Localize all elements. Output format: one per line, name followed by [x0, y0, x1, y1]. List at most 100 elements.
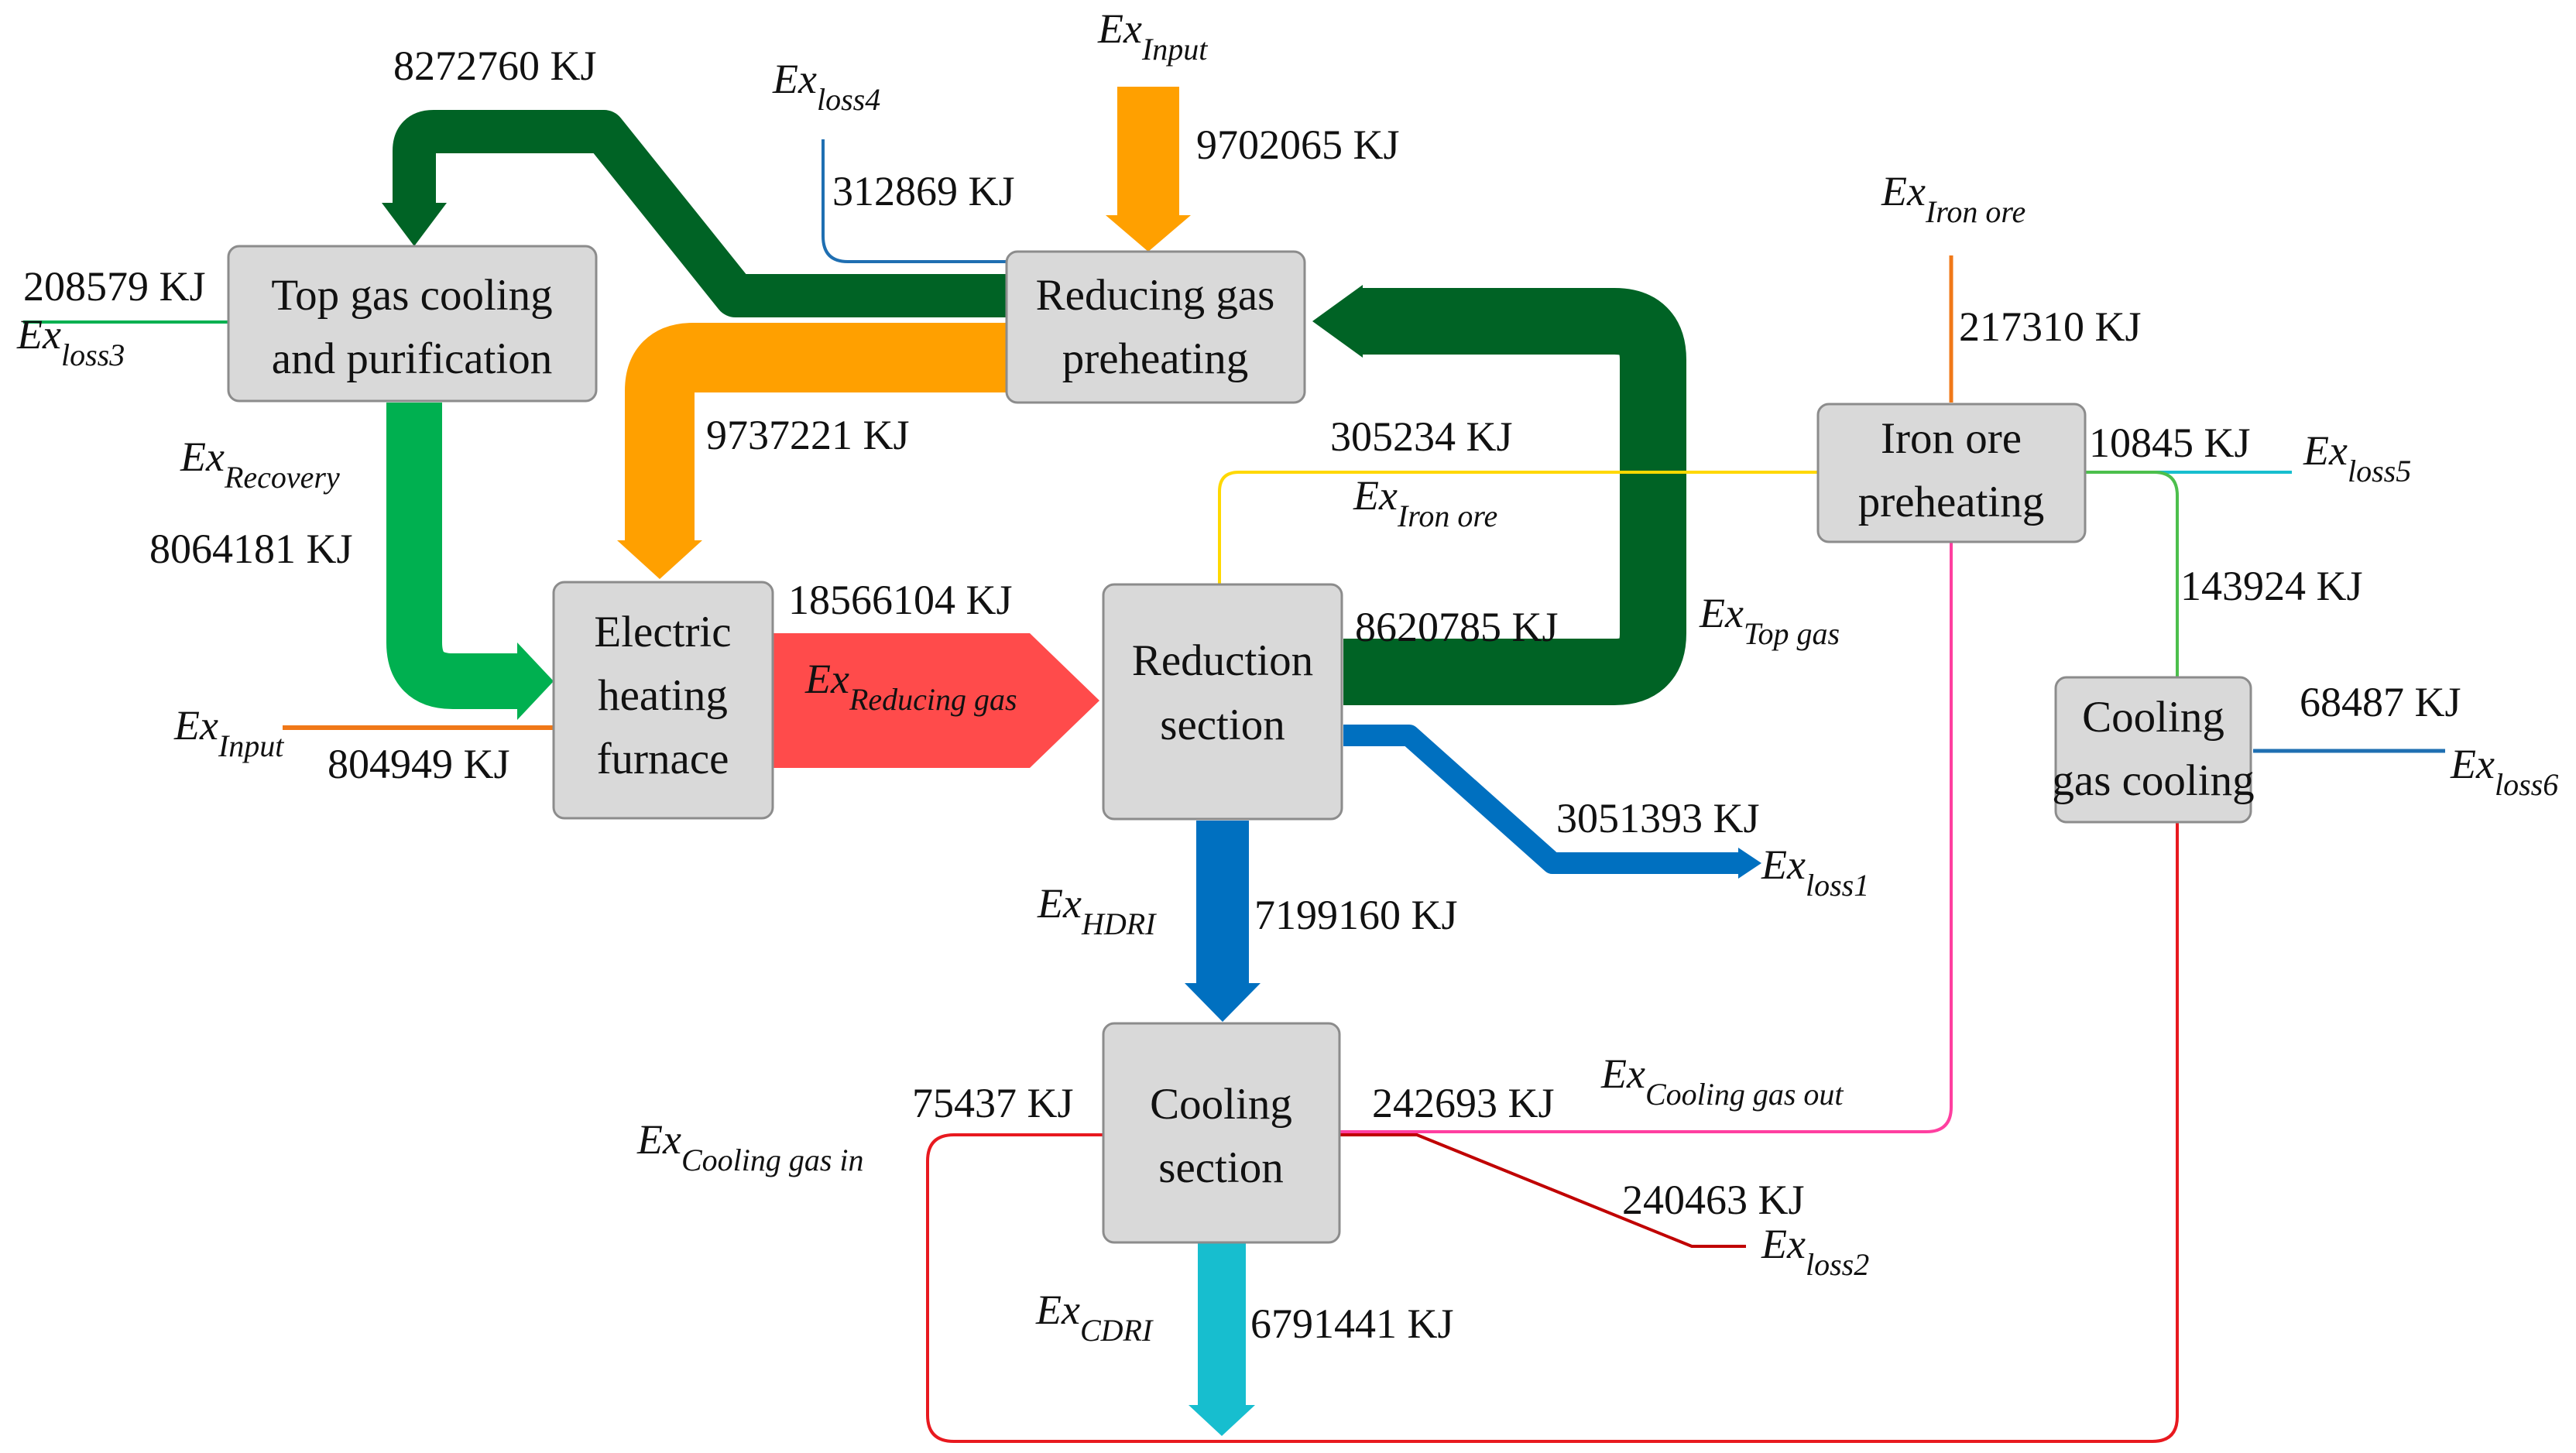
ex-subscript: Cooling gas out: [1645, 1077, 1844, 1112]
ex-label-iron-ore-in: ExIron ore: [1881, 168, 2025, 229]
arrow-hdri: [1185, 983, 1261, 1022]
value-recovery: 8064181 KJ: [149, 526, 353, 572]
flow-top-gas: [1343, 288, 1686, 705]
ex-symbol: Ex: [1699, 590, 1744, 636]
node-reducing-gas-preheating: Reducing gas preheating: [1005, 250, 1306, 404]
value-loss5: 10845 KJ: [2089, 420, 2251, 466]
line-loss4: [822, 139, 1007, 263]
ex-symbol: Ex: [636, 1116, 681, 1163]
node-label-line: Top gas cooling: [271, 271, 552, 320]
ex-label-loss2: Exloss2: [1761, 1221, 1869, 1282]
ex-symbol: Ex: [1037, 880, 1082, 927]
ex-label-cooling-gas-in: ExCooling gas in: [636, 1116, 864, 1177]
node-top-gas-cooling: Top gas cooling and purification: [227, 245, 598, 403]
arrow-cdri: [1189, 1405, 1255, 1436]
ex-symbol: Ex: [1881, 168, 1926, 214]
value-cdri: 6791441 KJ: [1250, 1301, 1454, 1347]
value-to-cooling-gas-cooling: 143924 KJ: [2180, 563, 2363, 609]
ex-subscript: HDRI: [1081, 906, 1157, 941]
ex-subscript: Top gas: [1744, 616, 1840, 651]
node-label-line: Reducing gas: [1036, 271, 1275, 320]
node-label-line: preheating: [1062, 334, 1249, 383]
flow-hdri: [1196, 821, 1249, 985]
ex-subscript: Input: [218, 728, 284, 763]
ex-label-hdri: ExHDRI: [1037, 880, 1157, 941]
flow-loss1: [1343, 725, 1742, 874]
node-reduction-section: Reduction section: [1102, 583, 1343, 821]
ex-subscript: loss5: [2348, 454, 2411, 488]
value-iron-ore-to-reduction: 305234 KJ: [1330, 413, 1513, 460]
flow-preheated-gas: [625, 323, 1007, 542]
node-cooling-gas-cooling: Cooling gas cooling: [2052, 676, 2255, 824]
value-hdri: 7199160 KJ: [1254, 892, 1458, 938]
value-iron-ore-in: 217310 KJ: [1959, 303, 2142, 350]
value-cooling-gas-in: 75437 KJ: [912, 1080, 1074, 1126]
ex-label-iron-ore-to-reduction: ExIron ore: [1353, 472, 1497, 533]
line-to-cooling-gas-cooling: [2084, 471, 2179, 677]
ex-label-input-top: ExInput: [1097, 5, 1208, 67]
node-electric-heating-furnace: Electric heating furnace: [552, 581, 774, 820]
ex-symbol: Ex: [1600, 1050, 1645, 1097]
node-label-line: Reduction: [1132, 636, 1313, 685]
ex-label-input-left: ExInput: [173, 702, 284, 763]
ex-label-top-gas: ExTop gas: [1699, 590, 1840, 651]
node-label-line: gas cooling: [2052, 756, 2254, 805]
value-input-left: 804949 KJ: [328, 741, 510, 787]
ex-label-loss4: Exloss4: [772, 56, 880, 117]
ex-symbol: Ex: [1097, 5, 1142, 52]
ex-subscript: Cooling gas in: [681, 1143, 864, 1177]
node-label-line: section: [1158, 1143, 1283, 1192]
ex-label-loss5: Exloss5: [2303, 427, 2411, 488]
node-cooling-section: Cooling section: [1102, 1022, 1341, 1244]
line-iron-ore-to-reduction: [1218, 471, 1818, 584]
node-label-line: furnace: [597, 735, 729, 783]
value-loss2: 240463 KJ: [1622, 1177, 1805, 1223]
value-loss1: 3051393 KJ: [1556, 795, 1760, 841]
ex-symbol: Ex: [180, 434, 225, 480]
arrow-recovery: [517, 643, 554, 720]
ex-symbol: Ex: [1761, 1221, 1806, 1267]
ex-subscript: Iron ore: [1925, 194, 2025, 229]
value-recirculation: 8272760 KJ: [393, 43, 597, 89]
ex-label-cooling-gas-out: ExCooling gas out: [1600, 1050, 1844, 1112]
ex-subscript: loss2: [1806, 1247, 1869, 1282]
arrow-top-gas: [1312, 285, 1363, 358]
node-label-line: Iron ore: [1881, 414, 2022, 463]
ex-subscript: loss3: [61, 338, 125, 372]
arrow-input-top: [1106, 215, 1191, 252]
ex-subscript: loss6: [2495, 767, 2558, 802]
ex-symbol: Ex: [772, 56, 817, 102]
value-loss4: 312869 KJ: [832, 168, 1015, 214]
ex-label-loss6: Exloss6: [2450, 741, 2558, 802]
ex-subscript: Recovery: [224, 460, 340, 495]
ex-label-loss3: Exloss3: [16, 311, 125, 372]
ex-label-reducing-gas: ExReducing gas: [804, 656, 1017, 717]
ex-label-cdri: ExCDRI: [1035, 1287, 1154, 1348]
value-reducing-gas: 18566104 KJ: [788, 577, 1013, 623]
ex-symbol: Ex: [804, 656, 849, 702]
line-cooling-gas-in: [926, 822, 2179, 1443]
value-preheated-gas: 9737221 KJ: [706, 412, 910, 458]
value-cooling-gas-out: 242693 KJ: [1372, 1080, 1555, 1126]
ex-symbol: Ex: [173, 702, 218, 749]
ex-symbol: Ex: [2303, 427, 2348, 474]
node-label-line: heating: [598, 671, 728, 720]
ex-symbol: Ex: [1761, 841, 1806, 888]
ex-subscript: Reducing gas: [849, 682, 1017, 717]
node-iron-ore-preheating: Iron ore preheating: [1816, 403, 2087, 543]
flow-recovery: [386, 403, 523, 709]
ex-subscript: loss1: [1806, 868, 1869, 903]
ex-symbol: Ex: [1035, 1287, 1080, 1333]
ex-subscript: Iron ore: [1397, 499, 1497, 533]
arrow-loss1: [1738, 848, 1761, 879]
flow-recirculation: [393, 110, 1007, 317]
value-loss6: 68487 KJ: [2300, 679, 2461, 725]
node-label-line: Electric: [594, 608, 731, 656]
ex-subscript: Input: [1141, 32, 1208, 67]
ex-subscript: CDRI: [1080, 1313, 1154, 1348]
node-label-line: preheating: [1858, 478, 2045, 526]
arrow-recirculation: [382, 203, 447, 246]
flow-input-top: [1117, 87, 1179, 217]
ex-label-recovery: ExRecovery: [180, 434, 340, 495]
